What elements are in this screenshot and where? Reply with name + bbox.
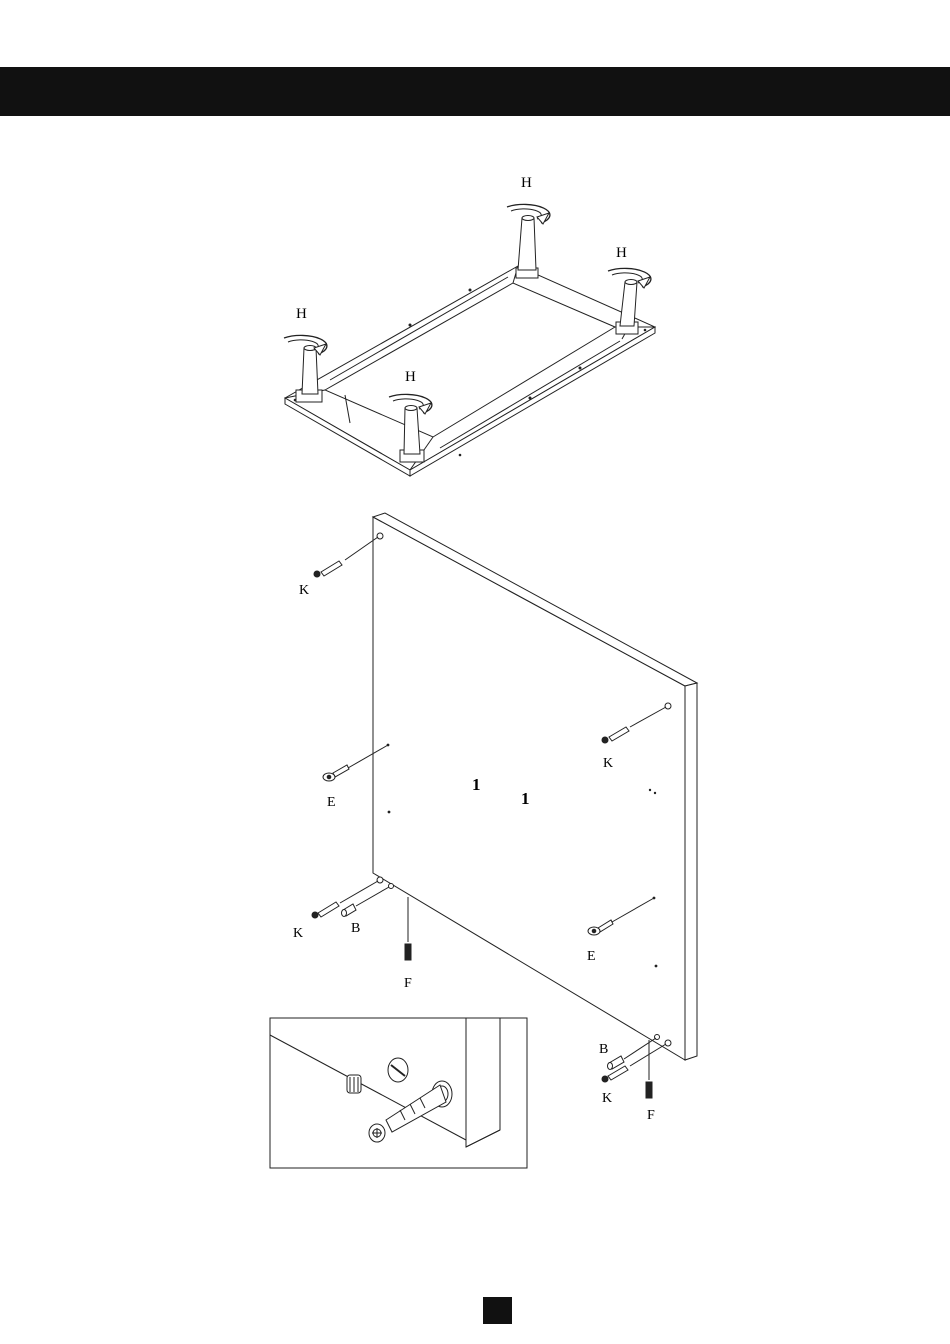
fitting-label-f: F (404, 976, 412, 991)
fitting-label-f: F (647, 1108, 655, 1123)
leg-right (616, 280, 638, 335)
dowel-icon (646, 1040, 652, 1098)
table-frame (285, 266, 655, 476)
fitting-label-e: E (327, 795, 336, 810)
fitting-label-b: B (351, 921, 360, 936)
fitting-label-k: K (602, 1091, 612, 1106)
page-marker (483, 1297, 512, 1324)
fitting-label-e: E (587, 949, 596, 964)
panel (373, 513, 697, 1060)
leg-top (516, 216, 538, 279)
leg-label: H (521, 175, 532, 191)
fitting-label-b: B (599, 1042, 608, 1057)
leg-label: H (296, 306, 307, 322)
panel-number: 1 (472, 775, 481, 794)
detail-inset (270, 1018, 527, 1168)
dowel-icon (405, 897, 411, 960)
fitting-label-k: K (299, 583, 309, 598)
leg-label: H (405, 369, 416, 385)
fitting-label-k: K (603, 756, 613, 771)
panel-number: 1 (521, 789, 530, 808)
fitting-label-k: K (293, 926, 303, 941)
leg-label: H (616, 245, 627, 261)
cam-bolt-icon (314, 537, 378, 577)
dowel-icon (342, 887, 390, 917)
